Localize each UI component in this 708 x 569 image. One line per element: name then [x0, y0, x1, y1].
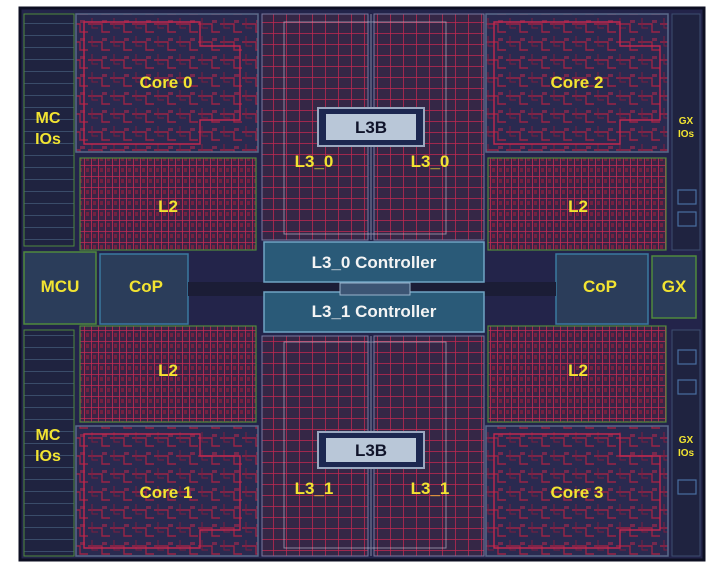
- core2-label: Core 2: [551, 73, 604, 92]
- l3-0-controller-block: [263, 241, 485, 283]
- mc-ios-top-label-line2: IOs: [35, 131, 61, 148]
- l3-1-controller-block: [263, 291, 485, 333]
- gx-ios-bottom-label-line2: IOs: [678, 448, 695, 459]
- cop-left-block: [99, 253, 189, 325]
- cop-right-block: [555, 253, 649, 325]
- l3-1-left-label: L3_1: [295, 479, 334, 498]
- mc-ios-top-label-line1: MC: [36, 110, 61, 127]
- mc-ios-bottom-label-line1: MC: [36, 427, 61, 444]
- l2-top-left-label: L2: [158, 197, 178, 216]
- core0-label: Core 0: [140, 73, 193, 92]
- l2-top-right-block: [487, 157, 667, 251]
- gx-ios-top-label-line2: IOs: [678, 129, 695, 140]
- gx-ios-bottom-block: [671, 329, 701, 557]
- l2-bottom-right-label: L2: [568, 361, 588, 380]
- mcu-block: [23, 251, 97, 325]
- l3-1-right-label: L3_1: [411, 479, 450, 498]
- l3-1-controller-label: L3_1 Controller: [312, 302, 437, 321]
- gx-block: [651, 255, 697, 319]
- l3b-top-label: L3B: [355, 118, 387, 137]
- gx-ios-top-block: [671, 13, 701, 251]
- gx-ios-bottom-label-line1: GX: [679, 435, 694, 446]
- gx-label: GX: [662, 277, 687, 296]
- mc-ios-bottom-block: [23, 329, 75, 557]
- core0-block: [75, 13, 259, 153]
- gx-ios-top-label-line1: GX: [679, 116, 694, 127]
- l3-0-right-label: L3_0: [411, 152, 450, 171]
- l2-bottom-right-block: [487, 325, 667, 423]
- core3-block: [485, 425, 669, 557]
- mcu-label: MCU: [41, 277, 80, 296]
- l3-0-left-label: L3_0: [295, 152, 334, 171]
- core1-block: [75, 425, 259, 557]
- cop-right-label: CoP: [583, 277, 617, 296]
- l3b-bottom-label: L3B: [355, 441, 387, 460]
- core3-label: Core 3: [551, 483, 604, 502]
- core2-block: [485, 13, 669, 153]
- cop-left-label: CoP: [129, 277, 163, 296]
- l3-0-controller-label: L3_0 Controller: [312, 253, 437, 272]
- mc-ios-bottom-label-line2: IOs: [35, 448, 61, 465]
- l2-top-right-label: L2: [568, 197, 588, 216]
- l2-top-left-block: [79, 157, 257, 251]
- l2-bottom-left-block: [79, 325, 257, 423]
- l2-bottom-left-label: L2: [158, 361, 178, 380]
- mc-ios-top-block: [23, 13, 75, 247]
- core1-label: Core 1: [140, 483, 193, 502]
